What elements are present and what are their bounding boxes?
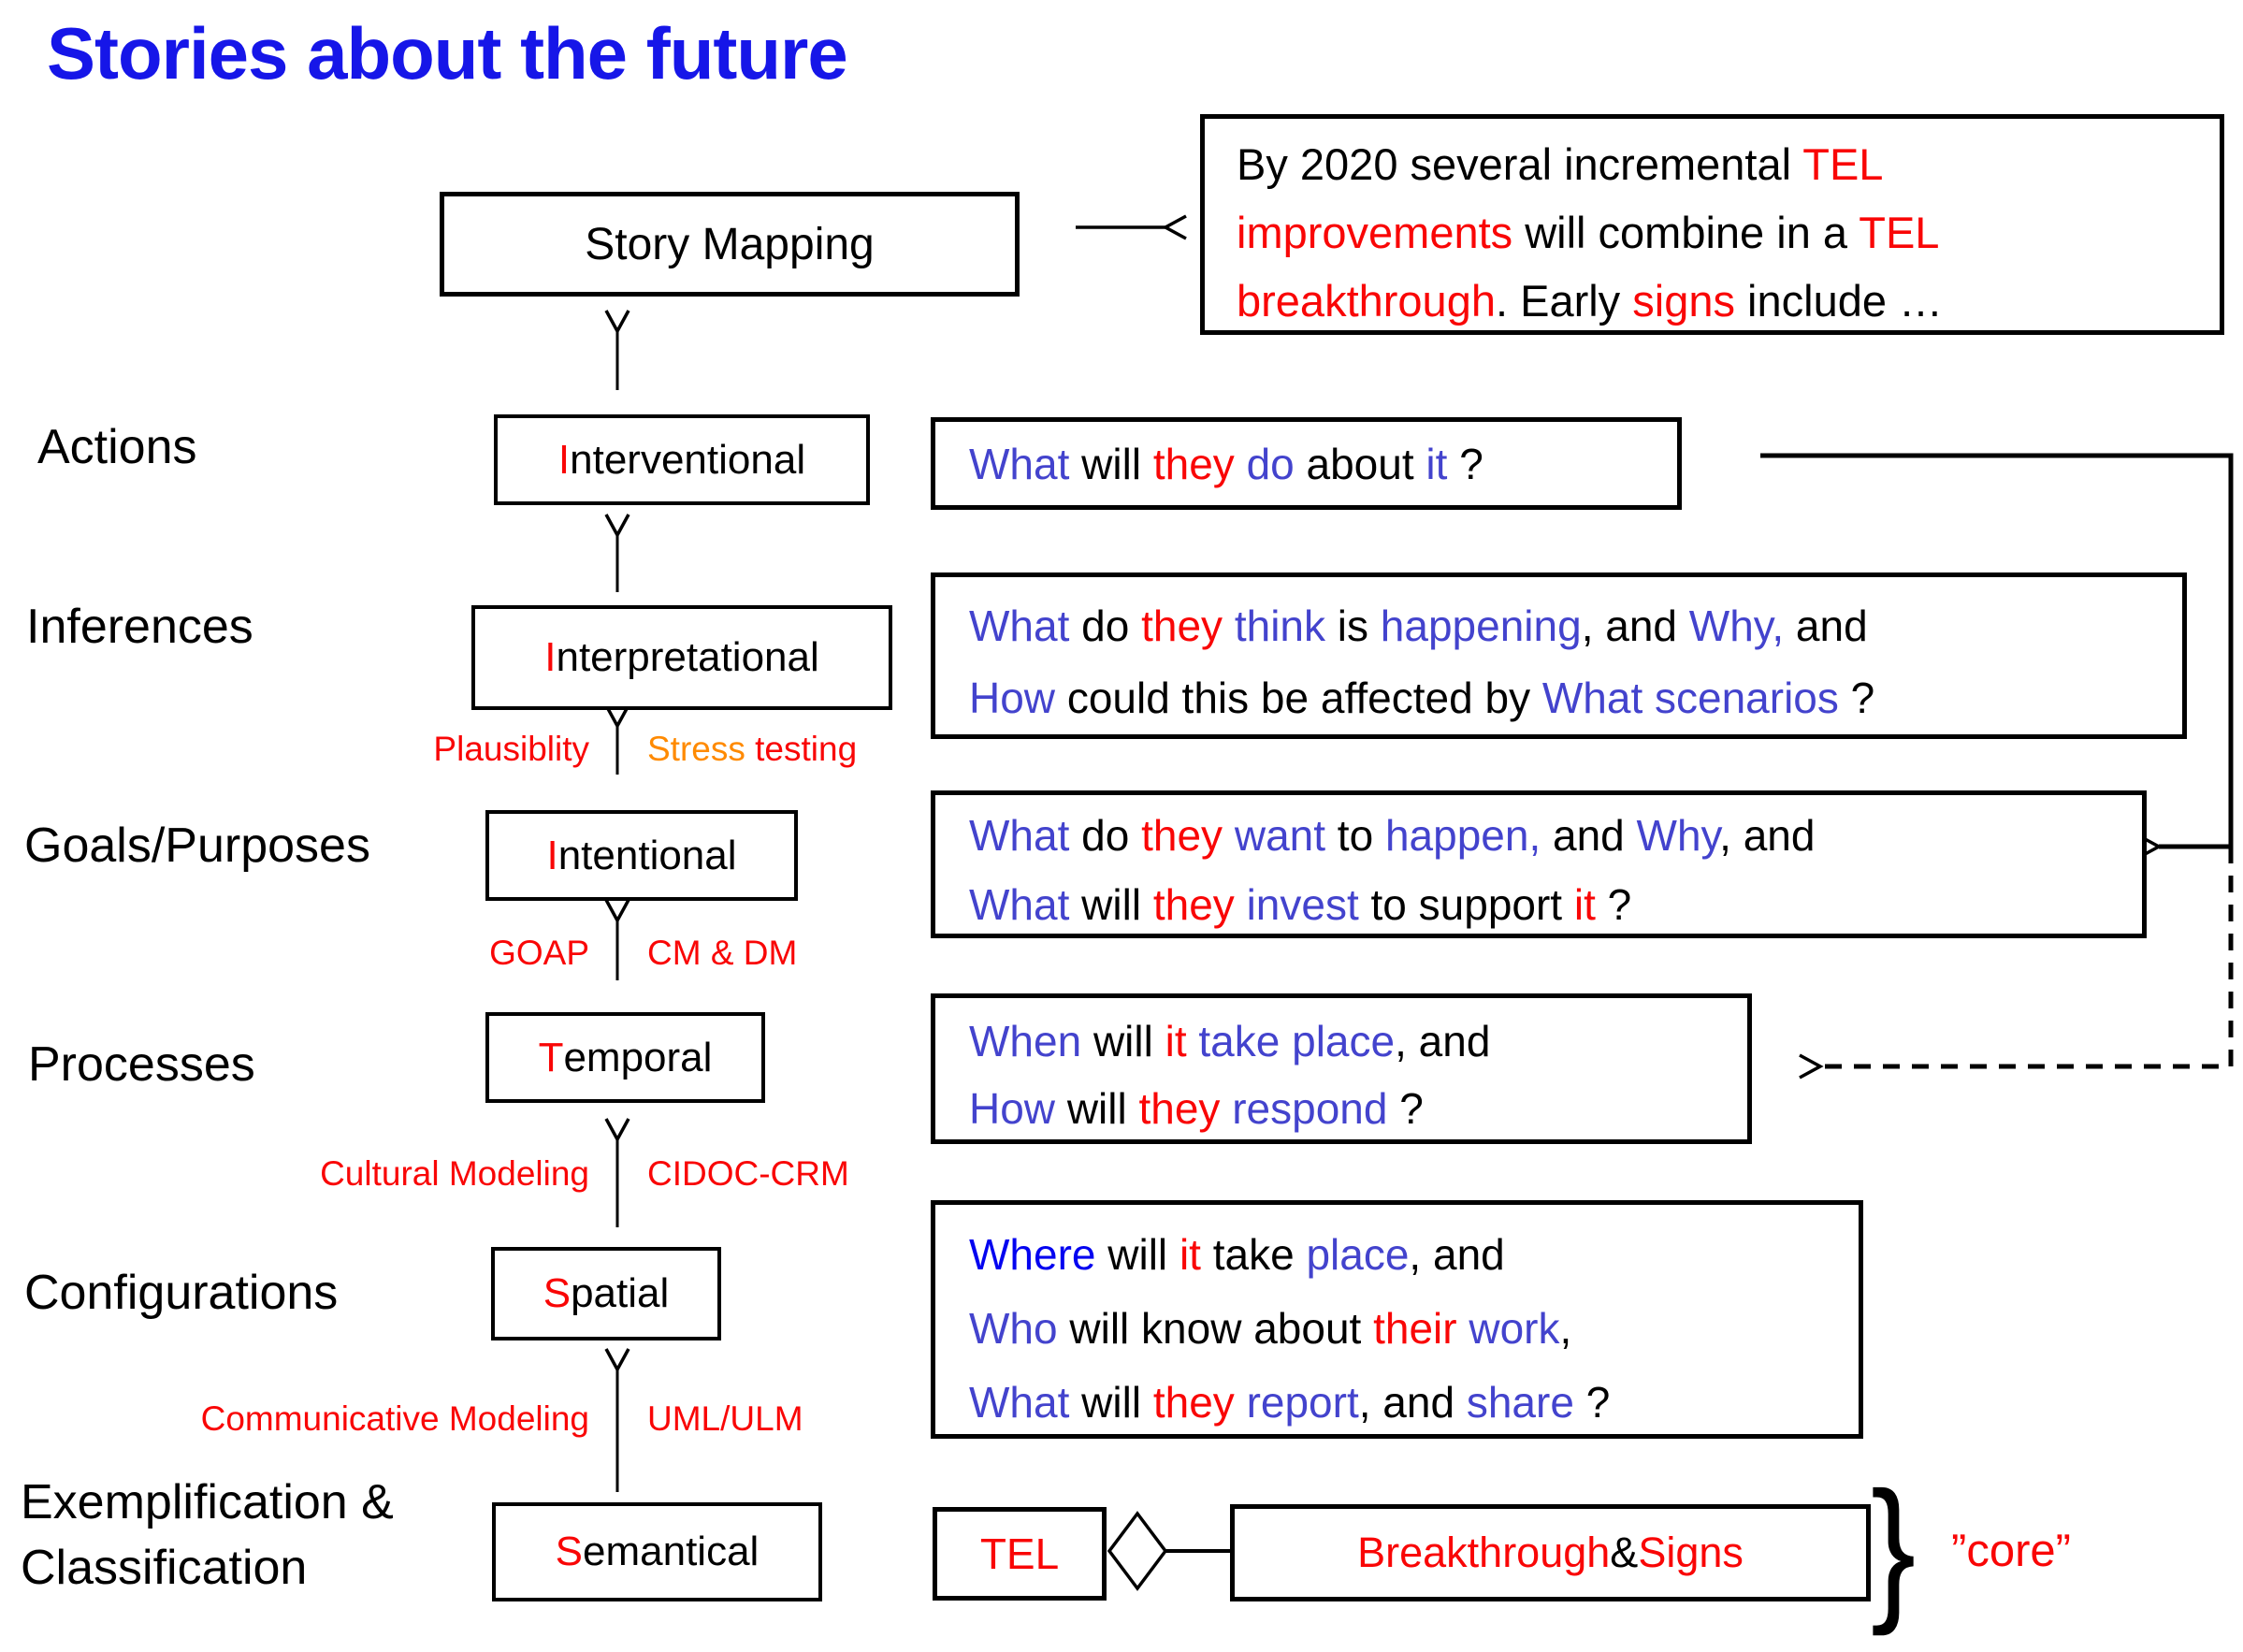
story-mapping-box: Story Mapping [440, 192, 1020, 297]
aggregation-diamond-icon [1107, 1511, 1168, 1591]
story-mapping-label: Story Mapping [585, 219, 875, 269]
ladder-label-communicative-modeling: Communicative Modeling [200, 1399, 589, 1438]
question-line: Where will it take place, and [969, 1230, 1505, 1279]
row-label-processes: Processes [28, 1037, 255, 1092]
question-line: What do they think is happening, and Why… [969, 601, 1868, 650]
question-line: When will it take place, and [969, 1017, 1491, 1065]
ladder-label-plausiblity: Plausiblity [433, 730, 589, 768]
question-line: What will they do about it ? [969, 439, 1483, 488]
ladder-label-goap: GOAP [489, 934, 589, 972]
row-label-inferences: Inferences [26, 600, 253, 654]
ladder-label-uml-ulm: UML/ULM [647, 1399, 803, 1438]
page-title: Stories about the future [47, 12, 848, 94]
tel-box: TEL [933, 1507, 1107, 1601]
row-label-classification: Classification [21, 1541, 308, 1595]
question-box-inferences: What do they think is happening, and Why… [931, 572, 2187, 739]
question-box-configurations: Where will it take place, and Who will k… [931, 1200, 1863, 1439]
ladder-label-stress-testing: Stress testing [647, 730, 858, 768]
question-line: What do they want to happen, and Why, an… [969, 811, 1816, 860]
question-box-actions: What will they do about it ? [931, 417, 1682, 510]
question-line: Who will know about their work, [969, 1304, 1572, 1353]
feedback-line-dashed [1799, 847, 2234, 1080]
ladder-label-cm-dm: CM & DM [647, 934, 798, 972]
row-label-goals-purposes: Goals/Purposes [24, 819, 370, 873]
feedback-line-solid [1760, 453, 2234, 860]
forecast-line: By 2020 several incremental TEL [1237, 139, 1884, 189]
forecast-box: By 2020 several incremental TEL improvem… [1200, 114, 2224, 335]
question-line: What will they report, and share ? [969, 1378, 1611, 1427]
core-brace: } [1871, 1459, 1917, 1637]
question-line: How will they respond ? [969, 1084, 1424, 1133]
row-label-actions: Actions [37, 420, 197, 474]
core-label: ”core” [1951, 1526, 2071, 1576]
forecast-line: improvements will combine in a TEL [1237, 208, 1940, 257]
question-box-processes: When will it take place, and How will th… [931, 993, 1752, 1144]
forecast-line: breakthrough. Early signs include … [1237, 276, 1944, 326]
question-line: What will they invest to support it ? [969, 880, 1632, 929]
ladder-label-cidoc-crm: CIDOC-CRM [647, 1154, 849, 1193]
row-label-exemplification: Exemplification & [21, 1475, 394, 1529]
question-line: How could this be affected by What scena… [969, 674, 1875, 722]
ladder-label-cultural-modeling: Cultural Modeling [320, 1154, 589, 1193]
question-box-goals: What do they want to happen, and Why, an… [931, 790, 2147, 938]
breakthrough-signs-box: Breakthrough & Signs [1230, 1504, 1871, 1601]
row-label-configurations: Configurations [24, 1266, 339, 1320]
